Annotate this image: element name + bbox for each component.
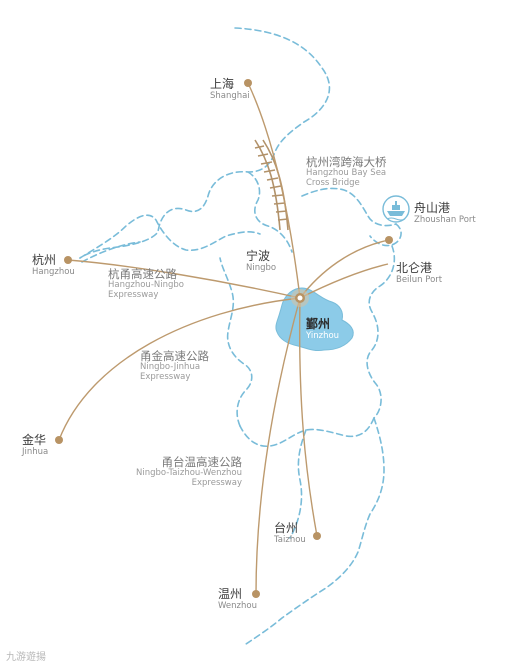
route-beilun — [299, 263, 389, 299]
label-road-yongjin: 甬金高速公路 Ningbo-Jinhua Expressway — [140, 349, 209, 383]
city-dots — [55, 79, 393, 598]
label-zhoushan-en: Zhoushan Port — [414, 214, 476, 225]
label-shanghai-cn: 上海 — [210, 77, 235, 91]
label-bridge-cn: 杭州湾跨海大桥 — [306, 155, 387, 169]
route-lines — [58, 82, 390, 595]
label-bridge-en2: Cross Bridge — [306, 177, 360, 188]
label-beilun-en: Beilun Port — [396, 274, 443, 285]
label-wenzhou: 温州 Wenzhou — [218, 587, 257, 612]
label-road-yongtaiwen: 甬台温高速公路 Ningbo-Taizhou-Wenzhou Expresswa… — [132, 455, 243, 489]
label-taizhou: 台州 Taizhou — [274, 521, 306, 546]
coastline-lines — [79, 27, 402, 645]
label-hangzhou: 杭州 Hangzhou — [32, 253, 75, 278]
route-jinhua — [58, 297, 301, 441]
route-wenzhou — [255, 297, 301, 595]
dot-shanghai — [244, 79, 252, 87]
dot-taizhou — [313, 532, 321, 540]
label-yinzhou: 鄞州 Yinzhou — [306, 317, 340, 342]
label-zhoushan: 舟山港 Zhoushan Port — [414, 201, 476, 226]
route-hangzhou — [67, 259, 301, 299]
label-jinhua-en: Jinhua — [22, 446, 49, 457]
label-road-hangyong-en2: Expressway — [108, 289, 159, 300]
dot-wenzhou — [252, 590, 260, 598]
label-road-yongtaiwen-en2: Expressway — [191, 477, 242, 488]
route-zhoushan — [299, 239, 390, 299]
label-jinhua: 金华 Jinhua — [22, 433, 49, 458]
label-beilun-cn: 北仑港 — [396, 261, 433, 275]
label-wenzhou-en: Wenzhou — [218, 600, 257, 611]
label-jinhua-cn: 金华 — [22, 433, 47, 447]
label-road-yongjin-en2: Expressway — [140, 371, 191, 382]
watermark: 九游遊揚 — [6, 652, 46, 663]
label-road-hangyong-en1: Hangzhou-Ningbo — [108, 280, 184, 291]
label-yinzhou-en: Yinzhou — [306, 330, 340, 341]
label-hangzhou-en: Hangzhou — [32, 266, 75, 277]
label-hangzhou-cn: 杭州 — [32, 253, 57, 267]
ship-icon — [382, 195, 410, 223]
dot-zhoushan — [385, 236, 393, 244]
hub-marker — [291, 289, 309, 307]
label-shanghai: 上海 Shanghai — [210, 77, 250, 102]
label-taizhou-cn: 台州 — [274, 521, 299, 535]
bay-bridge — [254, 139, 289, 231]
label-zhoushan-cn: 舟山港 — [414, 201, 451, 215]
dot-jinhua — [55, 436, 63, 444]
label-wenzhou-cn: 温州 — [218, 587, 243, 601]
label-ningbo-en: Ningbo — [246, 262, 277, 273]
label-yinzhou-cn: 鄞州 — [306, 317, 331, 331]
label-road-yongtaiwen-cn: 甬台温高速公路 — [161, 455, 243, 469]
label-bridge-en1: Hangzhou Bay Sea — [306, 168, 387, 179]
label-road-yongjin-cn: 甬金高速公路 — [140, 349, 209, 363]
label-road-hangyong: 杭甬高速公路 Hangzhou-Ningbo Expressway — [108, 267, 184, 301]
label-beilun: 北仑港 Beilun Port — [396, 261, 443, 286]
route-taizhou — [298, 297, 318, 537]
route-shanghai — [247, 82, 301, 299]
label-ningbo-cn: 宁波 — [246, 249, 271, 263]
label-ningbo: 宁波 Ningbo — [246, 249, 277, 274]
label-shanghai-en: Shanghai — [210, 90, 250, 101]
label-bridge: 杭州湾跨海大桥 Hangzhou Bay Sea Cross Bridge — [306, 155, 387, 189]
label-taizhou-en: Taizhou — [274, 534, 306, 545]
label-road-yongjin-en1: Ningbo-Jinhua — [140, 362, 201, 373]
label-road-hangyong-cn: 杭甬高速公路 — [108, 267, 177, 281]
dot-hangzhou — [64, 256, 72, 264]
label-road-yongtaiwen-en1: Ningbo-Taizhou-Wenzhou — [135, 468, 242, 479]
